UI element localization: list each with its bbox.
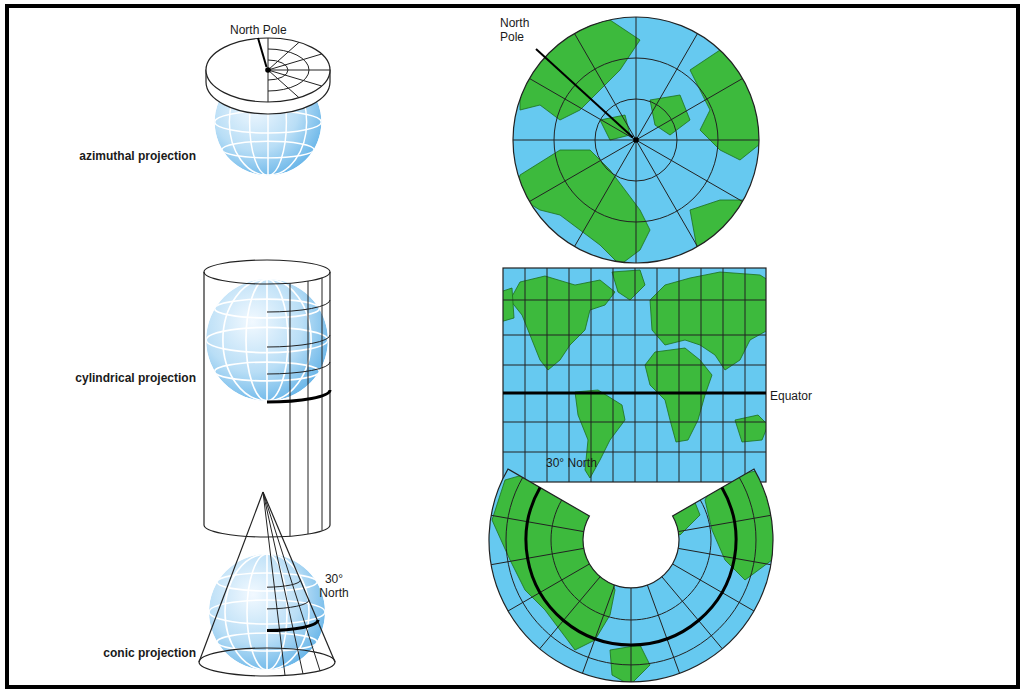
label-holder: cylindrical projection: [75, 368, 196, 386]
equator-label: Equator: [770, 389, 812, 403]
pole-label: North Pole: [230, 23, 287, 37]
cylindrical-map: [500, 268, 768, 482]
projection-name: azimuthal projection: [79, 149, 196, 163]
label-holder: North Pole: [500, 16, 542, 45]
azimuthal-map: [513, 17, 765, 265]
label-holder: North Pole: [230, 20, 287, 38]
conic-map: [489, 469, 775, 685]
label-holder: azimuthal projection: [79, 146, 196, 164]
label-holder: conic projection: [103, 643, 196, 661]
cylindrical-globe: [204, 260, 330, 537]
pole-label: North Pole: [500, 16, 542, 44]
projection-name: conic projection: [103, 646, 196, 660]
frame: [7, 6, 1018, 687]
projection-name: cylindrical projection: [75, 371, 196, 385]
label-holder: Equator: [770, 386, 812, 404]
latitude-label: 30° North: [314, 572, 354, 600]
latitude-label: 30° North: [546, 456, 597, 470]
conic-globe: [199, 492, 335, 676]
label-holder: 30° North: [314, 572, 354, 601]
azimuthal-globe: [206, 38, 330, 175]
label-holder: 30° North: [546, 453, 597, 471]
